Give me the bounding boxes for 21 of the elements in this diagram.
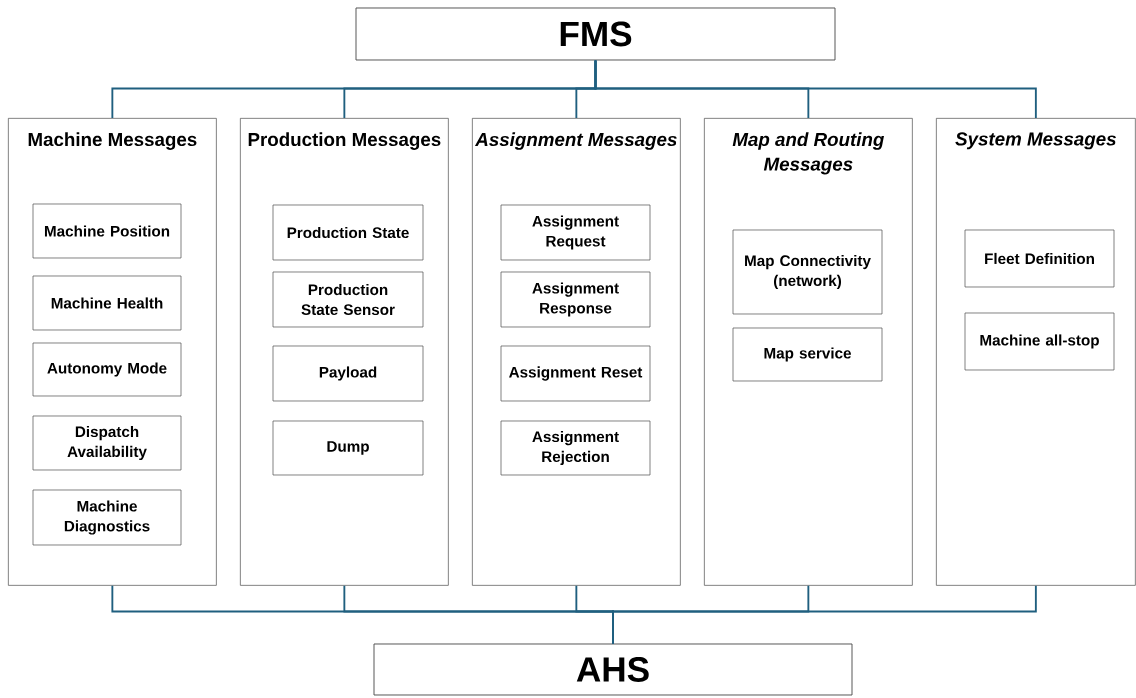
message-box: Machine all-stop (964, 312, 1115, 371)
message-box: Assignment Response (500, 271, 651, 328)
connector (612, 584, 1037, 645)
message-box: Production State (272, 204, 424, 261)
title-box: AHS (373, 643, 853, 696)
message-box: Assignment Rejection (500, 420, 651, 476)
message-box: Machine Diagnostics (32, 489, 182, 546)
message-box: Machine Position (32, 203, 182, 259)
message-box: Fleet Definition (964, 229, 1115, 288)
title-box: FMS (355, 7, 836, 61)
message-box: Payload (272, 345, 424, 402)
message-box: Dump (272, 420, 424, 476)
message-box: Autonomy Mode (32, 342, 182, 397)
message-box: Assignment Request (500, 204, 651, 261)
message-box: Dispatch Availability (32, 415, 182, 471)
connector (594, 59, 1037, 119)
message-box: Machine Health (32, 275, 182, 331)
message-box: Map service (732, 327, 883, 382)
message-box: Map Connectivity (network) (732, 229, 883, 315)
message-box: Production State Sensor (272, 271, 424, 328)
message-box: Assignment Reset (500, 345, 651, 402)
